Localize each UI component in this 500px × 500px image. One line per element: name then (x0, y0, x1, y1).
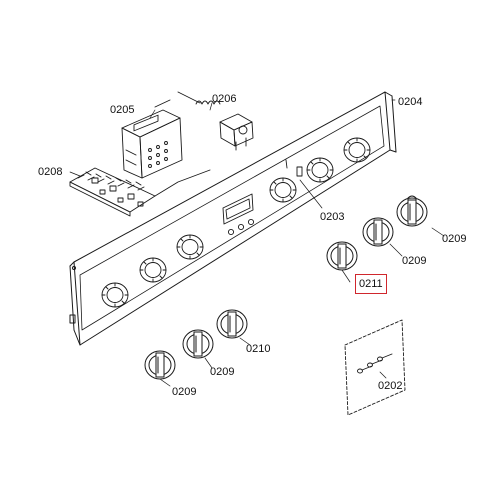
thermostat (177, 91, 254, 151)
clock-display-window (222, 193, 255, 236)
callout-0202: 0202 (378, 380, 403, 392)
panel-knob-openings (101, 137, 371, 308)
callout-0209-top: 0209 (442, 233, 467, 245)
callout-0211: 0211 (355, 274, 387, 294)
callout-0203: 0203 (320, 211, 345, 223)
circuit-board (69, 167, 211, 217)
control-panel (69, 91, 397, 346)
indicator-lamp (285, 159, 303, 177)
callout-0208: 0208 (38, 166, 63, 178)
callout-0209-bottom: 0209 (172, 386, 197, 398)
callout-0210: 0210 (246, 343, 271, 355)
callout-0209-mid: 0209 (402, 255, 427, 267)
electronic-module (121, 99, 183, 179)
knob-group-left (144, 309, 251, 387)
callout-0205: 0205 (110, 104, 135, 116)
callout-0204: 0204 (398, 96, 423, 108)
callout-0209-low: 0209 (210, 366, 235, 378)
callout-0206: 0206 (212, 93, 237, 105)
knob-group-right (326, 195, 445, 283)
leader-lines (69, 99, 396, 209)
screw-kit (344, 319, 406, 416)
